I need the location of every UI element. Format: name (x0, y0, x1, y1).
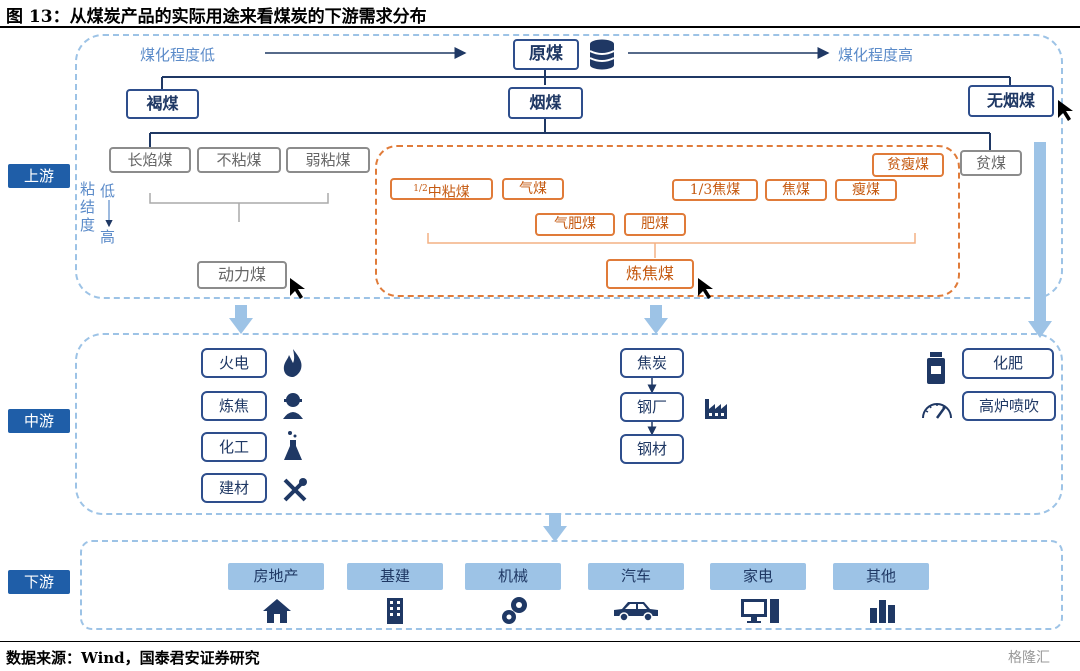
steel-mill-box: 钢厂 (620, 392, 684, 422)
bottom-rule (0, 641, 1080, 642)
half-medium-caking-coal-box: 1/2中粘煤 (390, 178, 493, 201)
high-rank-note: 煤化程度高 (838, 46, 914, 64)
half-prefix: 1/2 (413, 184, 428, 194)
sector-appliances: 家电 (710, 563, 806, 590)
sector-real-estate: 房地产 (228, 563, 324, 590)
half-medium-label: 中粘煤 (427, 184, 470, 201)
raw-coal-box: 原煤 (513, 39, 579, 70)
midstream-frame (75, 333, 1063, 515)
tier-tag-downstream: 下游 (8, 570, 70, 594)
database-icon (589, 39, 615, 70)
tier-tag-midstream: 中游 (8, 409, 70, 433)
anthracite-box: 无烟煤 (968, 85, 1054, 117)
sector-infrastructure: 基建 (347, 563, 443, 590)
fertilizer-box: 化肥 (962, 348, 1054, 379)
fat-coal-box: 肥煤 (624, 213, 686, 236)
computer-icon (741, 599, 779, 623)
source-note: 数据来源：Wind，国泰君安证券研究 (6, 649, 260, 667)
lean-coking-coal-box: 瘦煤 (835, 179, 897, 201)
gas-coal-box: 气煤 (502, 178, 564, 200)
long-flame-coal-box: 长焰煤 (109, 147, 191, 173)
downstream-frame (80, 540, 1063, 630)
chemical-box: 化工 (201, 432, 267, 462)
figure-title: 图 13：从煤炭产品的实际用途来看煤炭的下游需求分布 (6, 7, 427, 27)
flask-icon (284, 431, 302, 460)
thermal-coal-box: 动力煤 (197, 261, 287, 289)
pci-box: 高炉喷吹 (962, 391, 1056, 421)
gauge-icon (922, 403, 952, 419)
gas-fat-coal-box: 气肥煤 (535, 213, 615, 236)
caking-axis-low: 低 (100, 182, 116, 200)
top-rule (0, 26, 1080, 28)
house-icon (263, 599, 291, 623)
car-icon (614, 602, 658, 622)
coking-coal-box: 炼焦煤 (606, 259, 694, 289)
weakly-caking-coal-box: 弱粘煤 (286, 147, 370, 173)
coke-box: 焦炭 (620, 348, 684, 378)
gears-icon (502, 597, 527, 624)
chart-blocks-icon (870, 600, 895, 623)
sector-machinery: 机械 (465, 563, 561, 590)
coking-coal-frame (375, 145, 960, 297)
low-rank-note: 煤化程度低 (140, 46, 216, 64)
lean-lean-coal-box: 贫瘦煤 (872, 153, 944, 177)
bituminous-box: 烟煤 (508, 87, 583, 119)
flame-icon (283, 349, 302, 377)
caking-axis-label: 粘结度 (80, 180, 96, 234)
sector-other: 其他 (833, 563, 929, 590)
tools-icon (283, 478, 307, 502)
watermark: 格隆汇 (1008, 650, 1050, 666)
lignite-box: 褐煤 (126, 89, 199, 119)
factory-icon (705, 399, 727, 419)
tier-tag-upstream: 上游 (8, 164, 70, 188)
building-icon (387, 598, 403, 624)
one-third-coking-coal-box: 1/3焦煤 (672, 179, 758, 201)
sector-auto: 汽车 (588, 563, 684, 590)
power-gen-box: 火电 (201, 348, 267, 378)
building-materials-box: 建材 (201, 473, 267, 503)
upstream-frame (75, 34, 1063, 299)
coking-coal-type-box: 焦煤 (765, 179, 827, 201)
lean-coal-box: 贫煤 (960, 150, 1022, 176)
caking-axis-high: 高 (100, 228, 116, 246)
worker-icon (283, 393, 303, 419)
steel-products-box: 钢材 (620, 434, 684, 464)
fertilizer-bottle-icon (927, 352, 945, 384)
non-caking-coal-box: 不粘煤 (197, 147, 281, 173)
cursor-icon (290, 100, 1073, 299)
coking-use-box: 炼焦 (201, 391, 267, 421)
